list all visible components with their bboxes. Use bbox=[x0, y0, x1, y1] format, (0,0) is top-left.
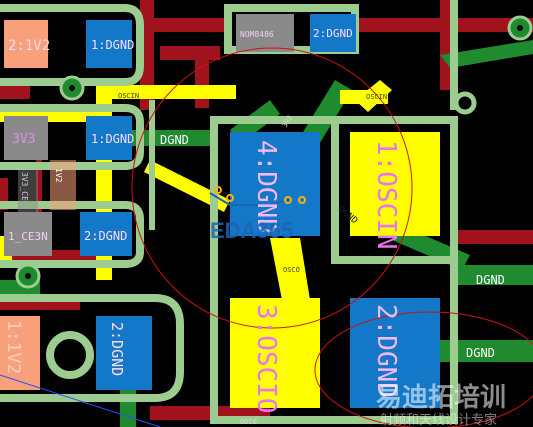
via-hole bbox=[69, 85, 75, 91]
crystal-pad[interactable] bbox=[350, 298, 440, 408]
pad-label: NOM8486 bbox=[240, 30, 274, 39]
pad[interactable] bbox=[18, 170, 38, 214]
crystal-pad[interactable] bbox=[350, 132, 440, 236]
component-outline[interactable] bbox=[0, 104, 144, 170]
pad[interactable] bbox=[4, 116, 48, 160]
highlight-circles bbox=[131, 47, 533, 427]
crystal-pin-label: 1:OSCIN bbox=[371, 140, 401, 250]
yellow-trace[interactable] bbox=[144, 160, 230, 212]
pad-label: 2:1V2 bbox=[8, 38, 50, 54]
crystal-pin-label: 4:DGND bbox=[251, 140, 281, 234]
pad-label: 2:DGND bbox=[313, 27, 353, 40]
net-label: OSCO bbox=[283, 266, 300, 274]
crystal-divider[interactable] bbox=[331, 120, 454, 264]
crystal-pin-label: 2:DGND bbox=[371, 304, 401, 398]
pad-label: 1:DGND bbox=[91, 132, 134, 146]
pad-label: 2:DGND bbox=[108, 322, 126, 376]
pin1-marker[interactable] bbox=[453, 91, 477, 115]
component-outline[interactable] bbox=[0, 3, 144, 86]
yellow-trace[interactable] bbox=[340, 90, 388, 104]
watermarks: EDA365 易迪拓培训 射频和天线设计专家 bbox=[210, 218, 506, 427]
red-trace[interactable] bbox=[160, 46, 220, 60]
yellow-trace[interactable] bbox=[270, 238, 310, 300]
yellow-trace[interactable] bbox=[96, 85, 236, 99]
green-trace[interactable] bbox=[454, 265, 533, 285]
pin1-marker[interactable] bbox=[46, 331, 94, 379]
green-trace[interactable] bbox=[440, 340, 533, 362]
pad-label: 1:DGND bbox=[91, 38, 134, 52]
red-trace[interactable] bbox=[36, 155, 42, 225]
highlight-circle bbox=[131, 47, 413, 329]
pad[interactable] bbox=[4, 212, 52, 256]
pad[interactable] bbox=[86, 20, 132, 68]
pad-label: 1_CE3N bbox=[8, 230, 48, 243]
probe-markers bbox=[209, 186, 306, 206]
net-labels: DGND DGND DGND DGND OSCIN OSCIN OSCO OSC… bbox=[118, 92, 505, 426]
net-label: OSCIN bbox=[366, 93, 387, 101]
red-trace[interactable] bbox=[0, 300, 80, 310]
pads bbox=[0, 14, 440, 408]
probe-point[interactable] bbox=[284, 196, 292, 204]
pad[interactable] bbox=[50, 160, 76, 210]
net-label: DGND bbox=[476, 273, 505, 287]
probe-point[interactable] bbox=[214, 186, 222, 194]
pad[interactable] bbox=[310, 14, 356, 52]
green-trace[interactable] bbox=[440, 40, 533, 68]
pad[interactable] bbox=[80, 212, 132, 256]
pad-label: 1V2 bbox=[54, 168, 63, 183]
pad-label: 2:DGND bbox=[84, 229, 127, 243]
via-hole bbox=[517, 25, 523, 31]
vias bbox=[15, 15, 533, 289]
eda365-watermark: EDA365 bbox=[210, 218, 293, 243]
probe-point[interactable] bbox=[298, 196, 306, 204]
training-subtitle-watermark: 射频和天线设计专家 bbox=[380, 412, 497, 427]
net-label: OSCIN bbox=[118, 92, 139, 100]
crystal-pin-label: 3:OSCIO bbox=[251, 304, 281, 414]
pad[interactable] bbox=[96, 316, 152, 390]
red-trace[interactable] bbox=[0, 85, 30, 99]
via-hole bbox=[25, 273, 31, 279]
pad-labels: 2:1V2 1:DGND NOM8486 2:DGND 3V3 1:DGND 1… bbox=[3, 27, 401, 414]
green-trace[interactable] bbox=[110, 130, 210, 146]
net-label: DGND bbox=[160, 133, 189, 147]
pad[interactable] bbox=[236, 14, 294, 52]
crystal-pad[interactable] bbox=[230, 132, 320, 236]
red-trace[interactable] bbox=[150, 18, 230, 32]
pad-label: 1:1V2 bbox=[3, 320, 24, 374]
pad[interactable] bbox=[4, 20, 48, 68]
pad[interactable] bbox=[86, 116, 132, 160]
pad-label: 3V3 bbox=[12, 132, 35, 147]
silkscreen bbox=[0, 0, 477, 424]
pad-label: 3V3_CE bbox=[20, 172, 29, 201]
guide-line bbox=[0, 374, 161, 427]
probe-line bbox=[209, 192, 291, 206]
net-label: OSCO bbox=[240, 418, 257, 426]
highlight-circle bbox=[314, 311, 533, 427]
red-trace[interactable] bbox=[0, 178, 8, 210]
red-trace[interactable] bbox=[454, 230, 533, 244]
net-label: DGND bbox=[466, 346, 495, 360]
probe-point[interactable] bbox=[226, 194, 234, 202]
component-outline[interactable] bbox=[0, 294, 184, 402]
training-watermark: 易迪拓培训 bbox=[376, 383, 506, 413]
crystal-pad[interactable] bbox=[230, 298, 320, 408]
